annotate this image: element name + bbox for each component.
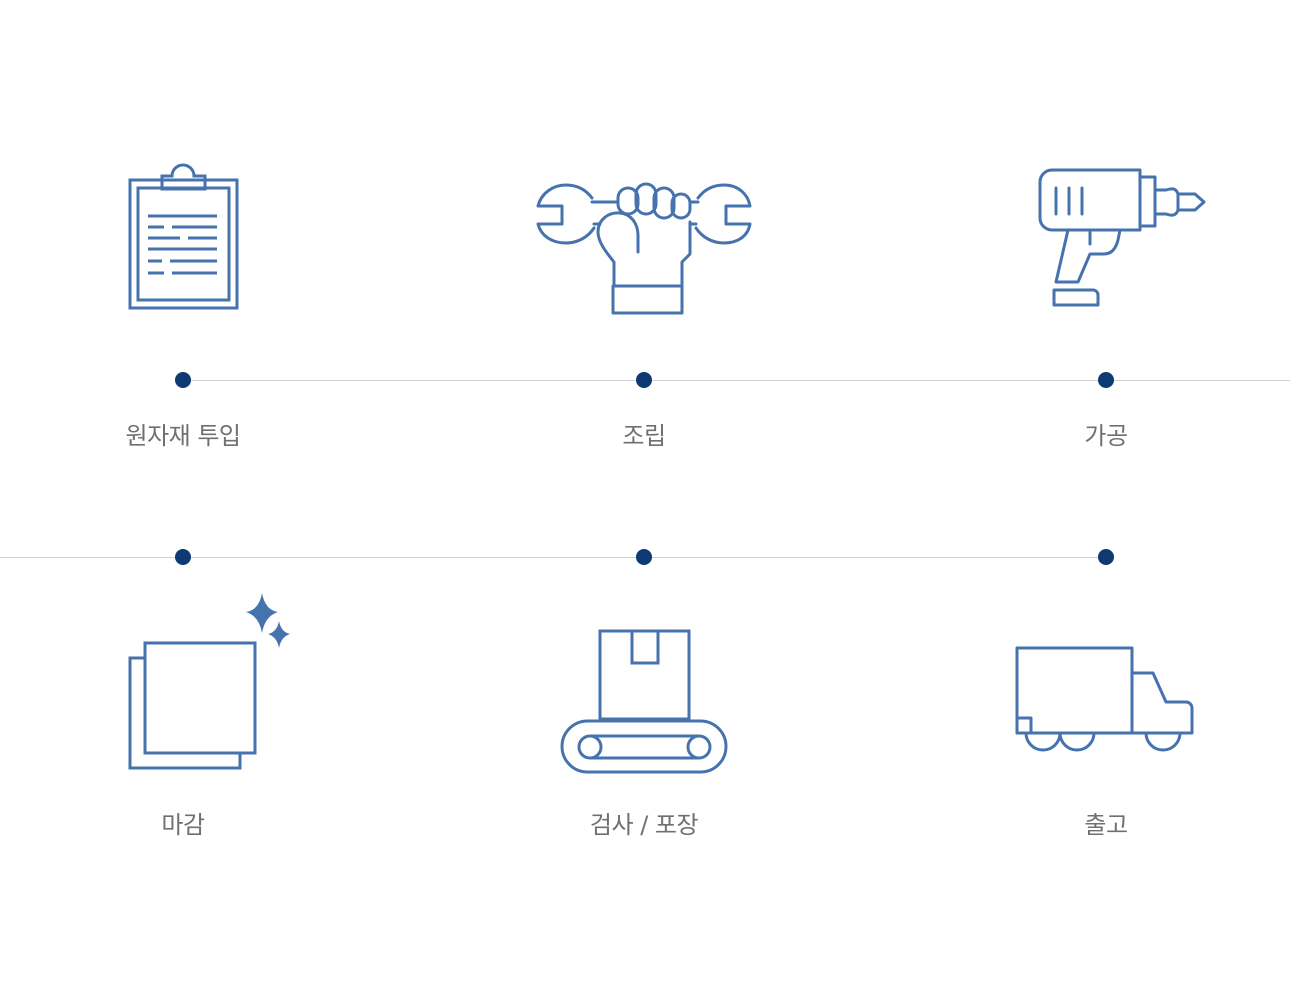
timeline-line-row-2: [0, 557, 1106, 558]
step-label-machining: 가공: [1084, 422, 1128, 450]
step-label-finishing: 마감: [161, 811, 205, 839]
timeline-dot: [175, 372, 191, 388]
step-label-shipping: 출고: [1084, 811, 1128, 839]
step-label-inspection-packing: 검사 / 포장: [589, 811, 699, 839]
timeline-line-row-1: [183, 380, 1290, 381]
timeline-dot: [636, 372, 652, 388]
step-label-assembly: 조립: [622, 422, 666, 450]
step-label-raw-material: 원자재 투입: [125, 422, 241, 450]
polished-sheet-icon: [128, 593, 290, 770]
conveyor-box-icon: [560, 629, 728, 774]
timeline-dot: [636, 549, 652, 565]
timeline-dot: [175, 549, 191, 565]
clipboard-icon: [128, 163, 239, 310]
truck-icon: [1015, 646, 1194, 752]
timeline-dot: [1098, 549, 1114, 565]
timeline-dot: [1098, 372, 1114, 388]
wrench-hand-icon: [536, 182, 752, 315]
drill-icon: [1038, 168, 1206, 307]
sparkle-icon: [246, 593, 290, 648]
